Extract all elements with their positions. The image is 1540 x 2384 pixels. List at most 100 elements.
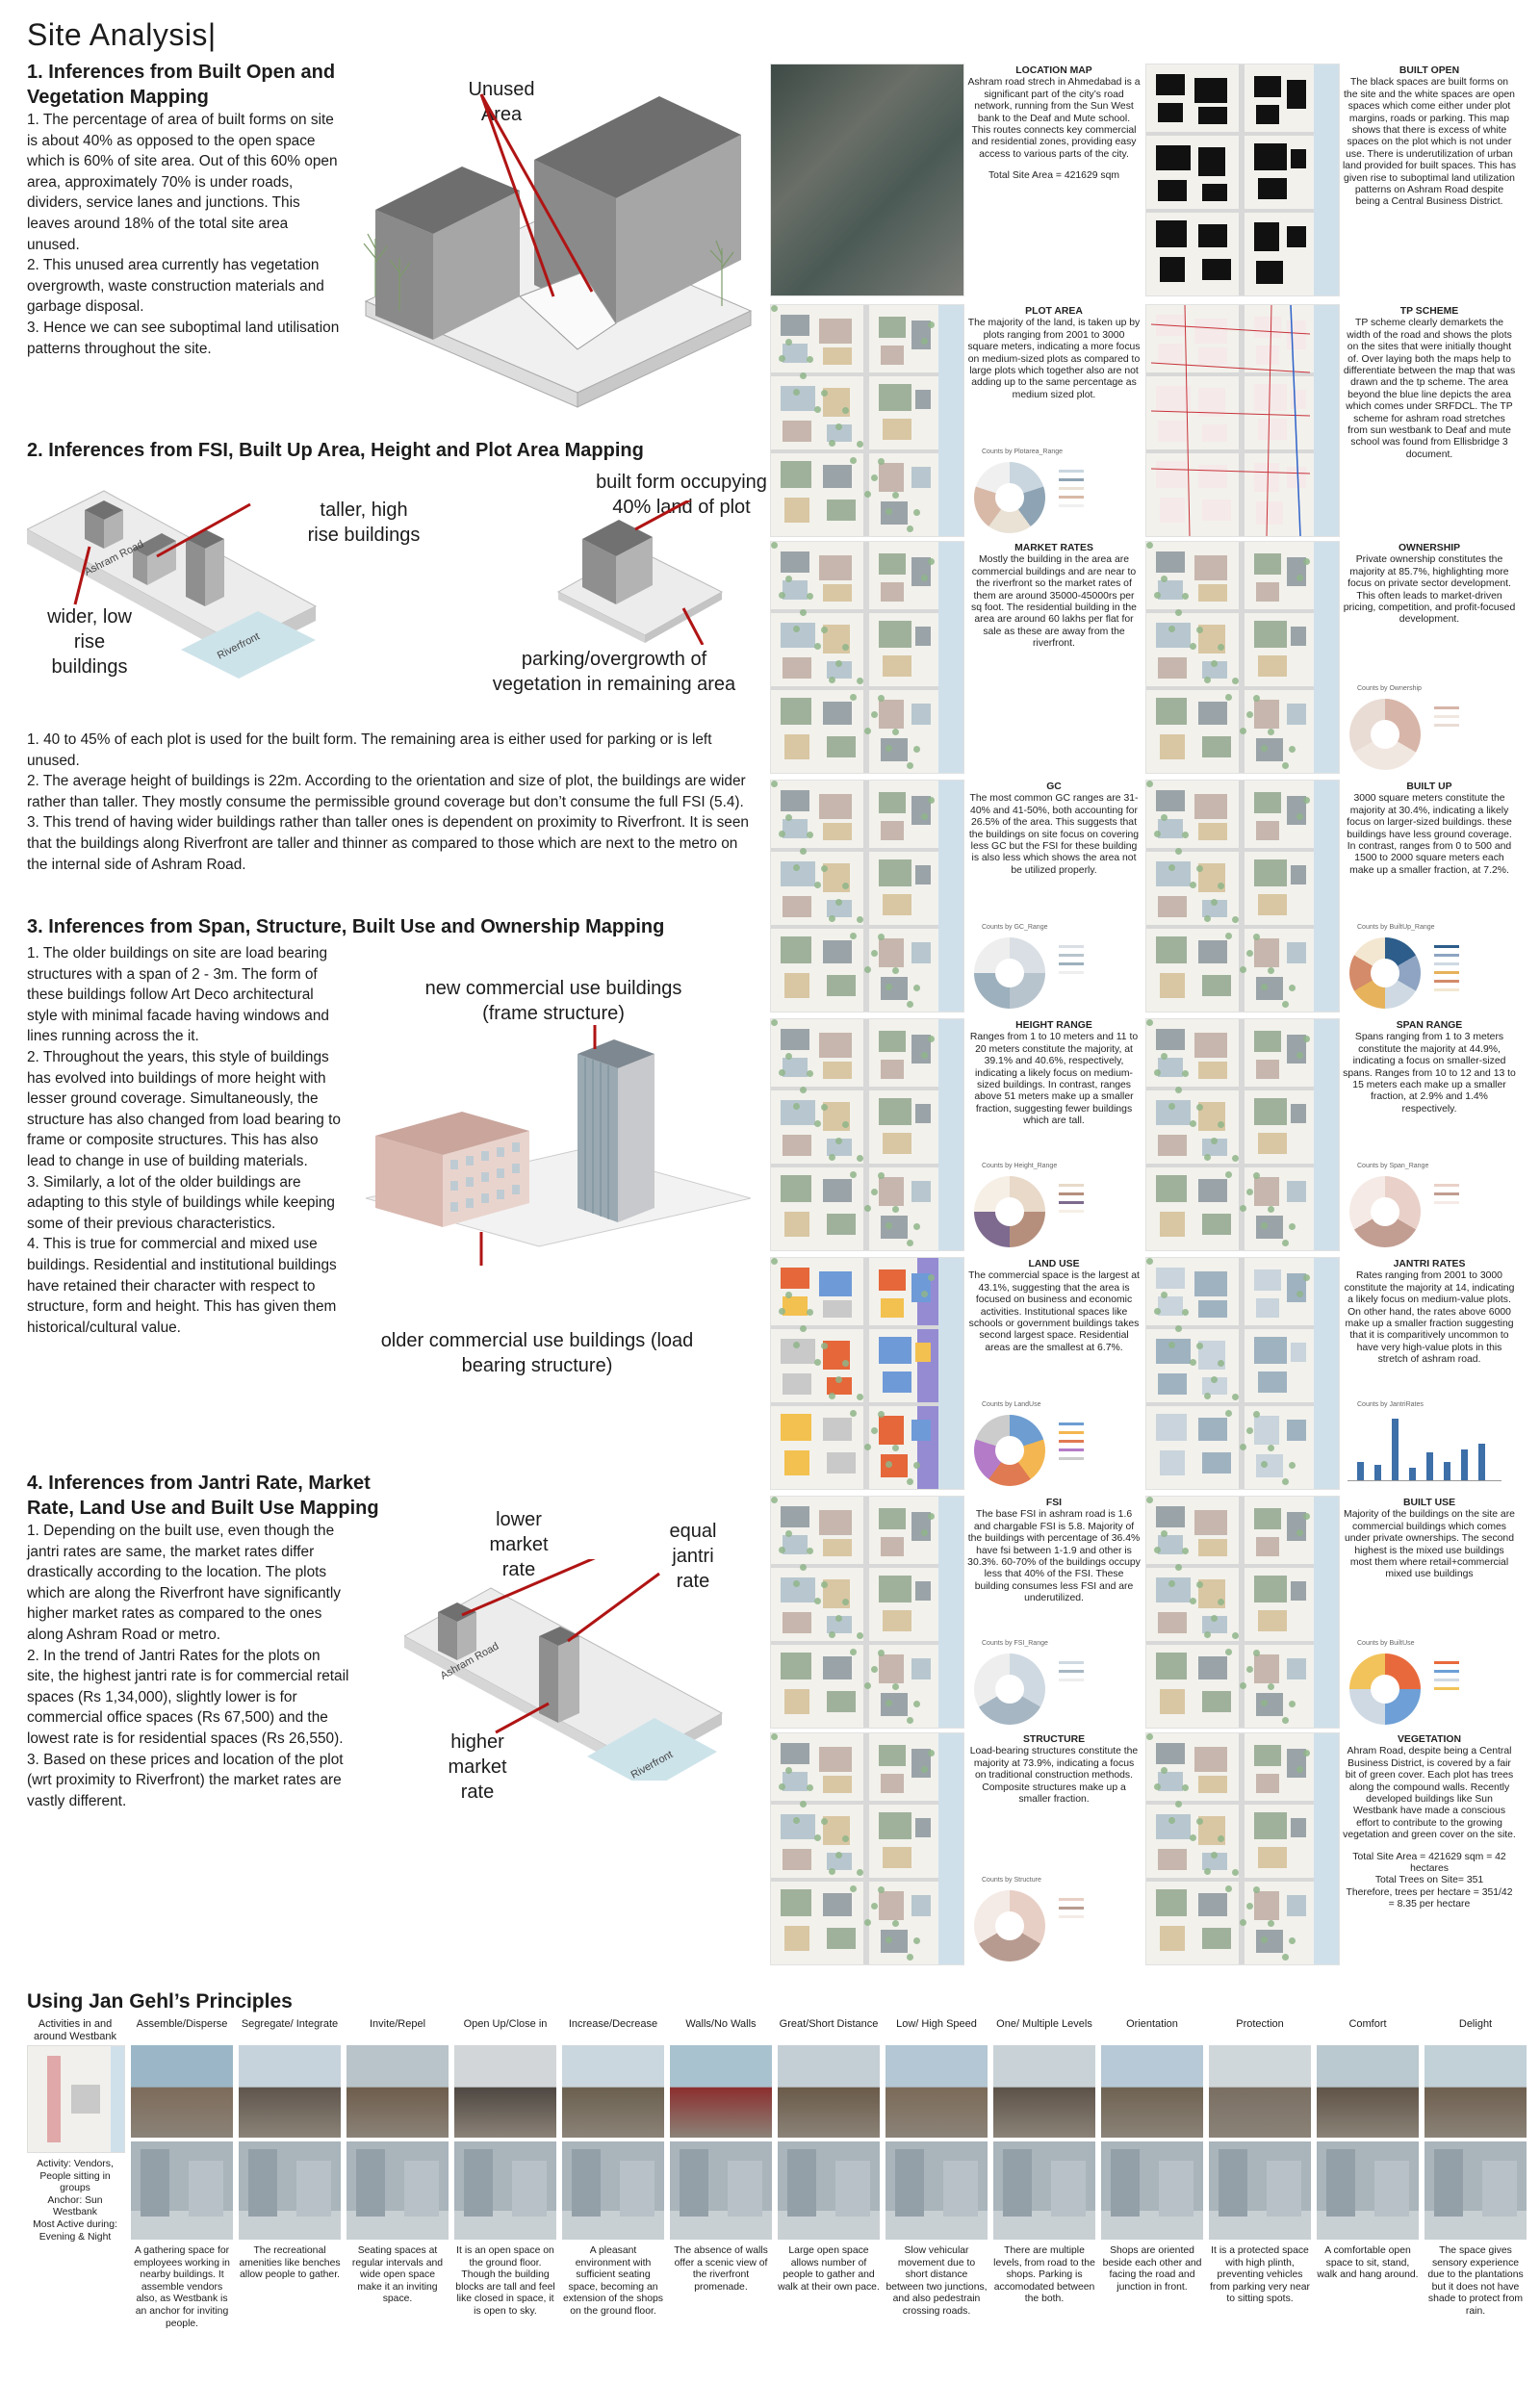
site-photo (670, 2045, 772, 2138)
bar (1461, 1449, 1468, 1480)
analysis-map (1145, 64, 1340, 296)
map-description: Load-bearing structures constitute the m… (969, 1746, 1139, 1806)
lower-market-rate-label: lower market rate (489, 1509, 549, 1580)
section1-para: 1. The percentage of area of built forms… (27, 112, 338, 253)
chart-title: Counts by BuiltUse (1357, 1640, 1415, 1647)
section3-heading: 3. Inferences from Span, Structure, Buil… (27, 916, 665, 937)
legend-swatch (1059, 1431, 1084, 1434)
legend-swatch (1059, 962, 1084, 965)
bar (1374, 1465, 1381, 1480)
donut-chart (1349, 1176, 1421, 1247)
gehl-principle-text: Slow vehicular movement due to short dis… (886, 2245, 988, 2317)
gehl-principle-text: There are multiple levels, from road to … (993, 2245, 1095, 2305)
bar (1426, 1452, 1433, 1480)
donut-chart (1349, 937, 1421, 1009)
map-extra-note: Total Site Area = 421629 sqm (988, 170, 1120, 182)
donut-chart (974, 1176, 1045, 1247)
bar (1478, 1443, 1485, 1480)
site-photo (1424, 2045, 1527, 2138)
gehl-principle-header: Assemble/Disperse (136, 2018, 228, 2030)
legend-swatch (1059, 1210, 1084, 1213)
site-photo (346, 2045, 449, 2138)
section4-para: 3. Based on these prices and location of… (27, 1751, 344, 1809)
gehl-principle-header: Open Up/Close in (463, 2018, 548, 2030)
wider-buildings-label: wider, low rise buildings (47, 606, 132, 678)
gehl-sketch (346, 2141, 449, 2240)
legend-swatch (1059, 487, 1084, 490)
map-description: 3000 square meters constitute the majori… (1347, 793, 1512, 876)
section2-heading: 2. Inferences from FSI, Built Up Area, H… (27, 440, 644, 461)
analysis-map (770, 1496, 964, 1729)
map-description: Rates ranging from 2001 to 3000 constitu… (1344, 1270, 1515, 1366)
map-tile (770, 780, 964, 1013)
legend-swatch (1059, 1457, 1084, 1460)
gehl-principle-text: Seating spaces at regular intervals and … (351, 2245, 444, 2305)
gehl-sketch (1209, 2141, 1311, 2240)
gehl-principle-header: Delight (1458, 2018, 1493, 2030)
analysis-map (1145, 1496, 1340, 1729)
site-photo (239, 2045, 341, 2138)
gehl-first-column: Activities in and around Westbank Activi… (27, 2018, 125, 2243)
map-tile (1145, 1496, 1340, 1729)
map-title: FSI (1045, 1498, 1063, 1508)
bar (1357, 1461, 1364, 1480)
legend-swatch (1434, 1192, 1459, 1195)
map-description: The majority of the land, is taken up by… (967, 318, 1141, 400)
map-description: Mostly the building in the area are comm… (971, 554, 1137, 650)
gehl-sketch (562, 2141, 664, 2240)
site-photo (886, 2045, 988, 2138)
map-tile (1145, 1732, 1340, 1965)
map-tile (1145, 541, 1340, 774)
higher-market-rate-label: higher market rate (448, 1731, 507, 1803)
map-description: The most common GC ranges are 31-40% and… (968, 793, 1140, 876)
gehl-principle-header: Low/ High Speed (896, 2018, 977, 2030)
section4-body: 1. Depending on the built use, even thou… (27, 1521, 349, 1811)
legend-swatch (1059, 1440, 1084, 1443)
gehl-sketch (993, 2141, 1095, 2240)
gehl-principle-text: The recreational amenities like benches … (239, 2245, 341, 2281)
parking-overgrowth-label: parking/overgrowth of vegetation in rema… (492, 649, 736, 695)
gehl-principle-header: Protection (1236, 2018, 1284, 2030)
section3-para: 1. The older buildings on site are load … (27, 945, 329, 1045)
map-description: The black spaces are built forms on the … (1343, 77, 1517, 208)
analysis-map (1145, 1018, 1340, 1251)
section2-para: 3. This trend of having wider buildings … (27, 814, 749, 873)
legend-swatch (1059, 1423, 1084, 1425)
site-photo (1101, 2045, 1203, 2138)
unused-area-label: Unused Area (468, 79, 535, 125)
analysis-map (770, 304, 964, 537)
gehl-principle-text: The absence of walls offer a scenic view… (674, 2245, 768, 2293)
section4-heading: 4. Inferences from Jantri Rate, Market R… (27, 1473, 379, 1519)
map-description: Majority of the buildings on the site ar… (1344, 1509, 1515, 1580)
legend-swatch (1434, 1687, 1459, 1690)
map-description: Spans ranging from 1 to 3 meters constit… (1343, 1032, 1516, 1115)
gehl-principle-text: It is an open space on the ground floor.… (455, 2245, 555, 2317)
gehl-principle-header: Invite/Repel (369, 2018, 426, 2030)
section4-para: 2. In the trend of Jantri Rates for the … (27, 1647, 349, 1747)
donut-chart (974, 937, 1045, 1009)
section1-para: 3. Hence we can see suboptimal land util… (27, 319, 340, 357)
map-description: Private ownership constitutes the majori… (1343, 554, 1516, 626)
map-title: BUILT UP (1406, 782, 1452, 792)
map-tile (770, 64, 964, 296)
legend-swatch (1434, 1679, 1459, 1681)
older-commercial-label: older commercial use buildings (load bea… (380, 1330, 694, 1376)
gehl-principle-text: The space gives sensory experience due t… (1427, 2245, 1524, 2317)
legend-swatch (1434, 1201, 1459, 1204)
gehl-principle-text: Large open space allows number of people… (778, 2245, 880, 2293)
gehl-principle-header: Increase/Decrease (568, 2018, 658, 2030)
map-title: SPAN RANGE (1396, 1020, 1463, 1031)
section1-body: 1. The percentage of area of built forms… (27, 110, 345, 359)
map-title: JANTRI RATES (1393, 1259, 1466, 1269)
